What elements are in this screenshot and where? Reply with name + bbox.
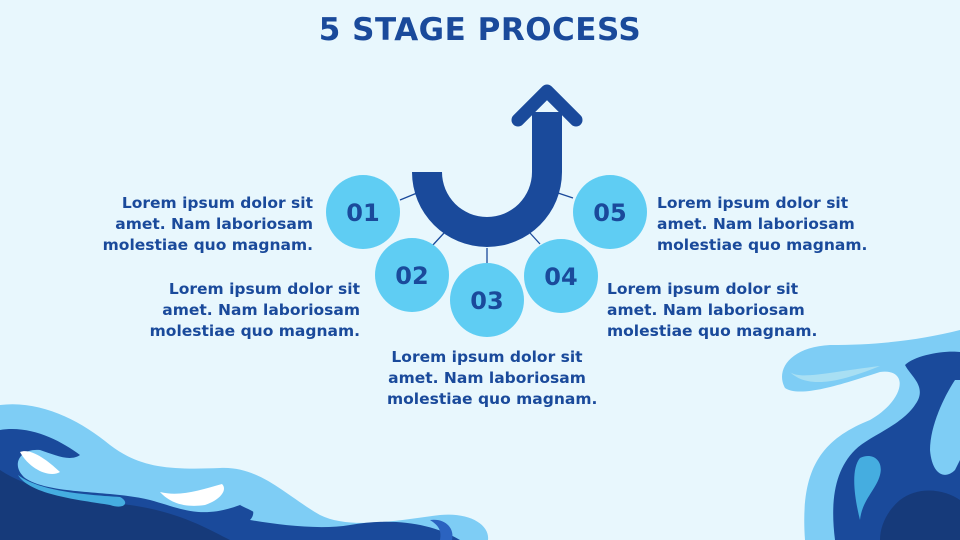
stage-number: 05 <box>593 199 626 227</box>
description-line: Lorem ipsum dolor sit <box>168 280 360 298</box>
stage-circle-3: 03 <box>450 263 524 337</box>
description-line: Lorem ipsum dolor sit <box>607 280 799 298</box>
stage-3-description: Lorem ipsum dolor sit amet. Nam laborios… <box>387 347 598 410</box>
description-line: molestiae quo magnam. <box>149 322 360 340</box>
description-line: molestiae quo magnam. <box>607 322 818 340</box>
slide-title: 5 STAGE PROCESS <box>318 12 642 48</box>
description-line: Lorem ipsum dolor sit <box>121 194 313 212</box>
description-line: molestiae quo magnam. <box>102 236 313 254</box>
stage-number: 04 <box>544 263 577 291</box>
description-line: amet. Nam laboriosam <box>657 215 855 233</box>
connector-lines <box>399 192 574 263</box>
stage-5-description: Lorem ipsum dolor sit amet. Nam laborios… <box>657 193 867 256</box>
stage-2-description: Lorem ipsum dolor sit amet. Nam laborios… <box>150 279 360 342</box>
description-line: amet. Nam laboriosam <box>388 369 586 387</box>
stage-number: 01 <box>346 199 379 227</box>
stage-circle-1: 01 <box>326 175 400 249</box>
description-line: amet. Nam laboriosam <box>162 301 360 319</box>
stage-number: 02 <box>395 262 428 290</box>
stage-circle-5: 05 <box>573 175 647 249</box>
description-line: molestiae quo magnam. <box>657 236 868 254</box>
stage-number: 03 <box>470 287 503 315</box>
u-turn-arrow-up-icon <box>412 84 583 247</box>
stage-1-description: Lorem ipsum dolor sit amet. Nam laborios… <box>103 193 313 256</box>
description-line: Lorem ipsum dolor sit <box>657 194 849 212</box>
stage-circle-2: 02 <box>375 238 449 312</box>
stage-circle-4: 04 <box>524 239 598 313</box>
description-line: amet. Nam laboriosam <box>607 301 805 319</box>
description-line: molestiae quo magnam. <box>387 390 598 408</box>
description-line: Lorem ipsum dolor sit <box>391 348 583 366</box>
stage-4-description: Lorem ipsum dolor sit amet. Nam laborios… <box>607 279 817 342</box>
description-line: amet. Nam laboriosam <box>115 215 313 233</box>
